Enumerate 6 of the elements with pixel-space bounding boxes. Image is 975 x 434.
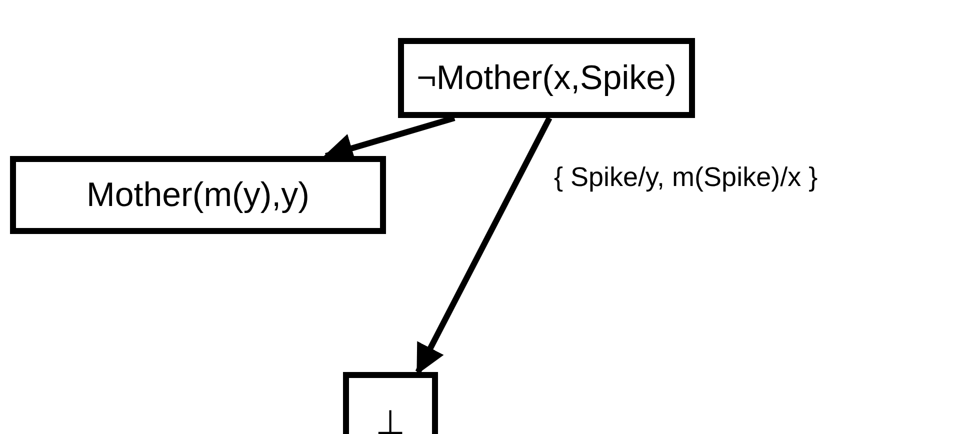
- term-text: Mother(m(y),y): [86, 176, 310, 214]
- term-box: [10, 156, 386, 234]
- term-box: [398, 38, 695, 118]
- term-text: ¬Mother(x,Spike): [416, 58, 676, 98]
- arrow: [415, 116, 552, 375]
- term-text: ⊥: [376, 402, 406, 434]
